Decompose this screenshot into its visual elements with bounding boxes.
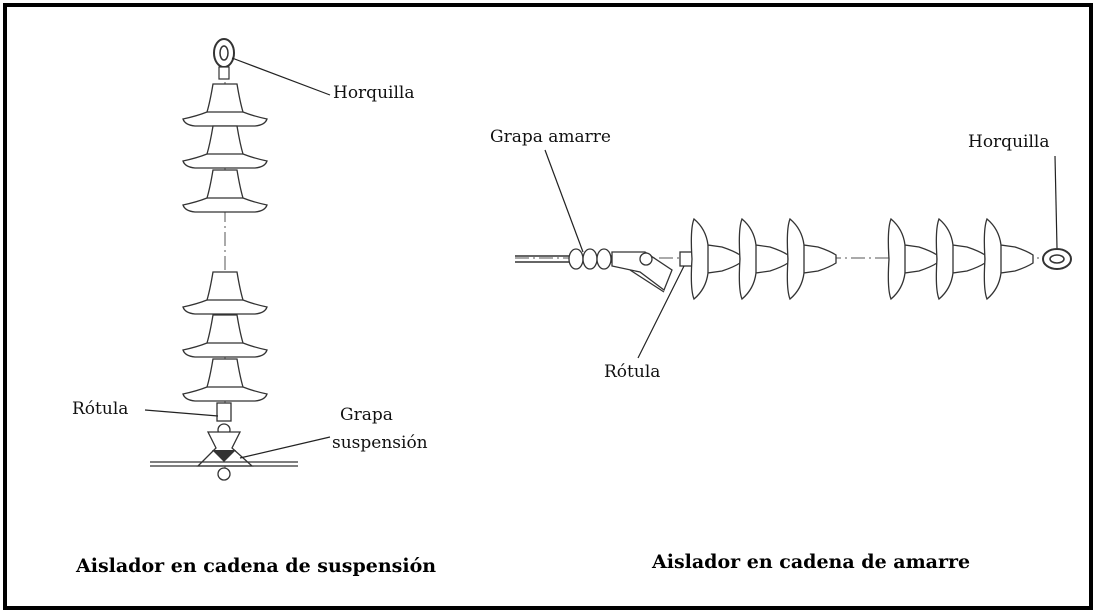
- label-rotula-amarre: Rótula: [604, 362, 661, 382]
- leader-horquilla-left: [231, 57, 331, 96]
- label-rotula-suspension: Rótula: [72, 399, 129, 419]
- leader-grapa-left: [239, 436, 331, 459]
- suspension-string: [150, 38, 298, 481]
- label-grapa-suspension-line1: Grapa: [340, 405, 393, 425]
- leader-rotula-left: [144, 409, 219, 417]
- caption-suspension: Aislador en cadena de suspensión: [76, 555, 437, 577]
- caption-amarre: Aislador en cadena de amarre: [652, 551, 971, 573]
- leader-rotula-right: [637, 265, 685, 359]
- label-horquilla-suspension: Horquilla: [333, 83, 415, 103]
- label-grapa-suspension-line2: suspensión: [332, 433, 428, 453]
- label-grapa-amarre: Grapa amarre: [490, 127, 611, 147]
- strain-string: [515, 218, 1072, 300]
- leader-grapa-right: [544, 149, 584, 253]
- leader-horquilla-right: [1054, 155, 1058, 249]
- label-horquilla-amarre: Horquilla: [968, 132, 1050, 152]
